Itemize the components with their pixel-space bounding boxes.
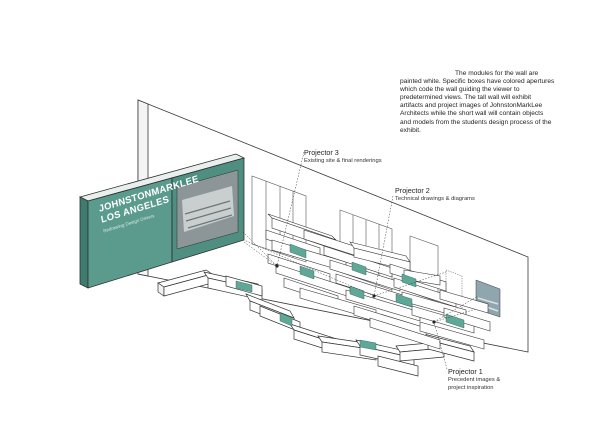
projector-3-label: Projector 3 Existing site & final render…	[304, 149, 382, 165]
projector-3-title: Projector 3	[304, 148, 339, 157]
projector-1-marker	[432, 320, 436, 324]
projector-3-marker	[275, 264, 279, 268]
projector-1-label: Projector 1 Precedent images & project i…	[448, 368, 500, 392]
projector-3-subtitle: Existing site & final renderings	[304, 158, 382, 164]
exhibit-description: The modules for the wall are painted whi…	[400, 70, 555, 134]
projector-2-subtitle: Technical drawings & diagrams	[395, 196, 475, 202]
projector-2-title: Projector 2	[395, 186, 430, 195]
projector-1-title: Projector 1	[448, 367, 483, 376]
projector-1-subtitle-line-1: Precedent images &	[448, 377, 501, 383]
colored-apertures	[235, 243, 465, 351]
projector-2-label: Projector 2 Technical drawings & diagram…	[395, 187, 475, 203]
projector-2-marker	[372, 294, 376, 298]
project-image	[176, 169, 239, 250]
projection-lines	[242, 151, 479, 370]
projector-1-subtitle-line-2: project inspiration	[448, 385, 494, 391]
projector-markers	[275, 264, 436, 324]
